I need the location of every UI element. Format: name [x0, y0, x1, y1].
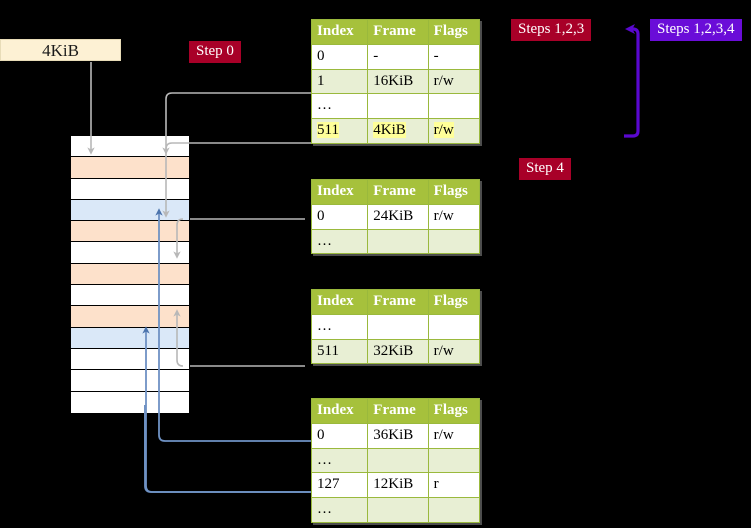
memory-frame-row — [71, 306, 189, 328]
table-cell: 0 — [310, 422, 369, 449]
memory-frame-row — [71, 285, 189, 307]
table-cell: 1 — [310, 68, 369, 95]
frame-size-caption: 4KiB — [0, 39, 121, 61]
table-cell: r — [427, 472, 481, 498]
memory-frame-row — [71, 178, 189, 200]
table-cell — [367, 447, 429, 474]
table-cell — [367, 497, 429, 523]
memory-frame-row — [71, 370, 189, 392]
table-cell — [367, 228, 429, 255]
table-cell: - — [367, 43, 429, 70]
table-cell: 12KiB — [367, 472, 429, 498]
table-row: … — [310, 313, 481, 340]
table-cell: 36KiB — [367, 422, 429, 449]
table-row: … — [310, 93, 481, 119]
table-header-flags: Flags — [427, 289, 481, 315]
table-cell: r/w — [427, 118, 481, 144]
memory-frame-row — [71, 199, 189, 222]
table-cell — [367, 93, 429, 119]
table-header-index: Index — [310, 289, 369, 315]
table-cell: 0 — [310, 203, 369, 230]
table-cell — [427, 497, 481, 523]
table-cell: … — [310, 497, 369, 523]
table-cell: 16KiB — [367, 68, 429, 95]
table-cell: 4KiB — [367, 118, 429, 144]
table-cell — [427, 228, 481, 255]
table-header-flags: Flags — [427, 19, 481, 45]
table-cell — [367, 313, 429, 340]
memory-frame-row — [71, 391, 189, 413]
table-cell: 127 — [310, 472, 369, 498]
badge-steps-123: Steps 1,2,3 — [511, 19, 592, 41]
badge-steps-1234: Steps 1,2,3,4 — [650, 19, 742, 41]
memory-frame-row — [71, 157, 189, 179]
table-cell — [427, 447, 481, 474]
table-header-flags: Flags — [427, 398, 481, 424]
table-header-frame: Frame — [367, 289, 429, 315]
table-cell: - — [427, 43, 481, 70]
table-cell: 0 — [310, 43, 369, 70]
memory-frame-row — [71, 242, 189, 264]
table-cell: r/w — [427, 68, 481, 95]
table-cell: 511 — [310, 338, 369, 365]
table-header-index: Index — [310, 398, 369, 424]
memory-frame-row — [71, 327, 189, 349]
physical-memory-frames — [70, 135, 190, 414]
table-header-index: Index — [310, 179, 369, 205]
table-cell — [427, 93, 481, 119]
memory-frame-row — [71, 263, 189, 286]
memory-frame-row — [71, 136, 189, 158]
table-cell: … — [310, 313, 369, 340]
badge-step-4: Step 4 — [519, 158, 571, 180]
badge-step-0: Step 0 — [189, 41, 241, 63]
table-row: … — [310, 228, 481, 255]
table-row: … — [310, 497, 481, 523]
table-row: … — [310, 447, 481, 474]
table-cell: … — [310, 93, 369, 119]
table-header-index: Index — [310, 19, 369, 45]
wire-purple-bracket — [624, 24, 640, 138]
table-cell: … — [310, 447, 369, 474]
table-header-frame: Frame — [367, 19, 429, 45]
table-cell: 32KiB — [367, 338, 429, 365]
table-cell: … — [310, 228, 369, 255]
table-header-frame: Frame — [367, 398, 429, 424]
table-cell: r/w — [427, 338, 481, 365]
memory-frame-row — [71, 348, 189, 371]
table-cell: 511 — [310, 118, 369, 144]
table-cell: 24KiB — [367, 203, 429, 230]
table-row: 0-- — [310, 43, 481, 70]
table-cell: r/w — [427, 203, 481, 230]
table-header-frame: Frame — [367, 179, 429, 205]
table-cell: r/w — [427, 422, 481, 449]
table-header-flags: Flags — [427, 179, 481, 205]
memory-frame-row — [71, 221, 189, 243]
table-cell — [427, 313, 481, 340]
